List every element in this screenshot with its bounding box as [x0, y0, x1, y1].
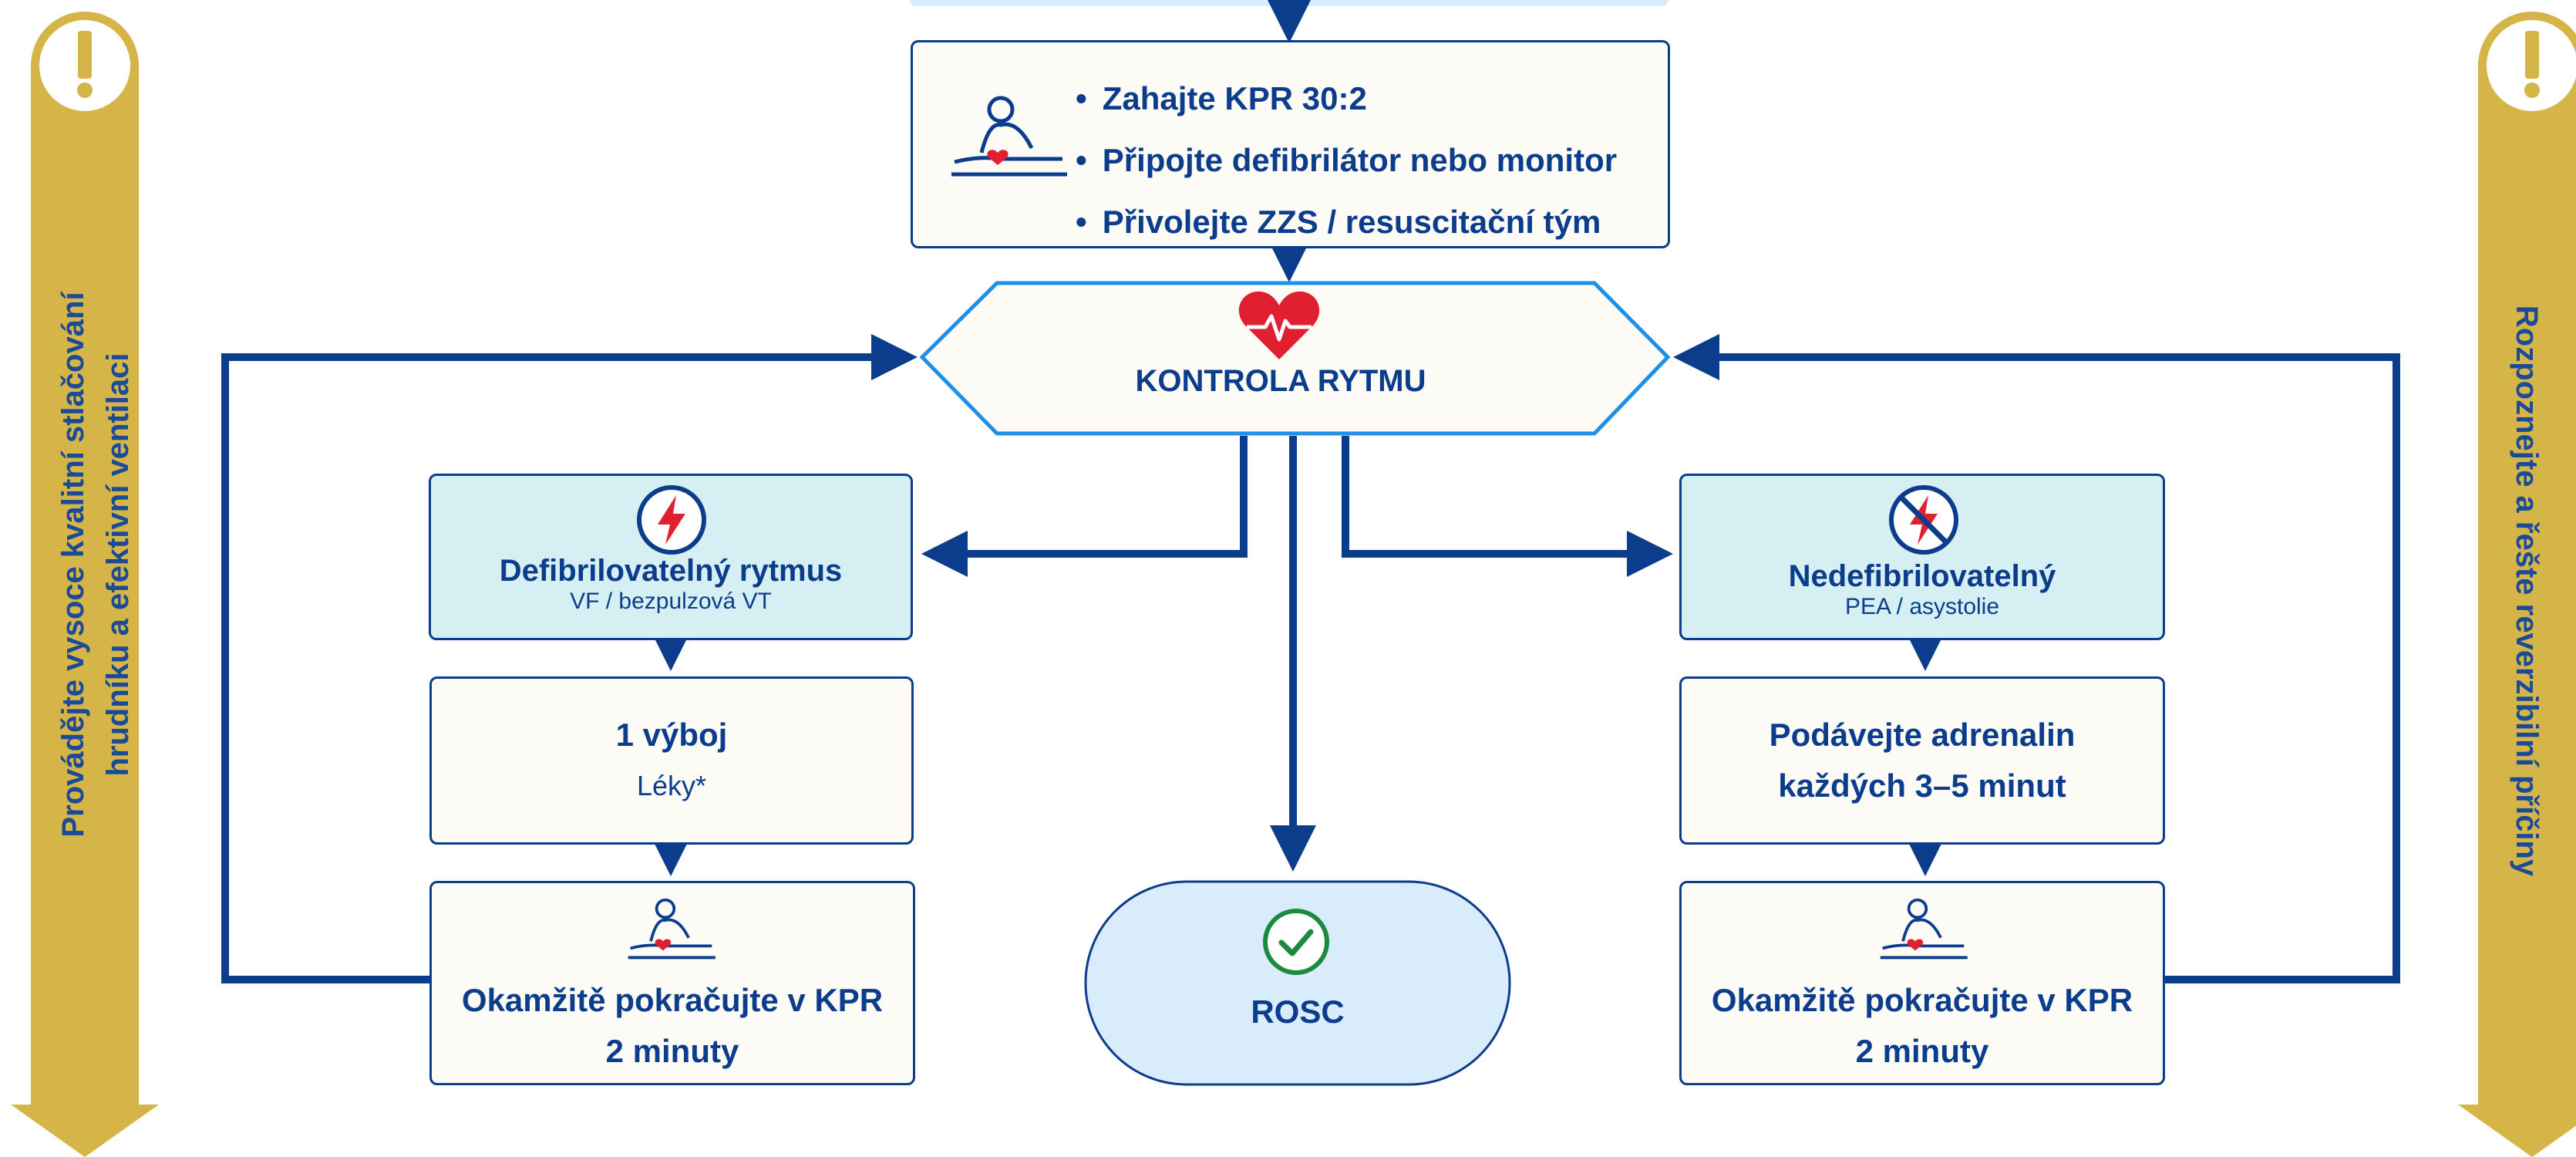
shockable-rhythm-subtitle: VF / bezpulzová VT: [570, 589, 772, 614]
shockable-rhythm-title: Defibrilovatelný rytmus: [499, 554, 843, 588]
adrenaline-line1: Podávejte adrenalin: [1769, 717, 2076, 753]
right-banner-text: Rozpoznejte a řešte reverzibilní příčiny: [2510, 305, 2544, 877]
heart-ecg-icon: [1238, 291, 1320, 359]
left-banner-line2: hrudníku a efektivní ventilaci: [101, 352, 135, 777]
adrenaline-line2: každých 3–5 minut: [1778, 767, 2066, 804]
rhythm-check-hexagon: [919, 281, 1671, 436]
start-step: Zahajte KPR 30:2: [1076, 68, 1617, 130]
cpr-icon: [951, 96, 1067, 177]
right-cpr-line2: 2 minuty: [1855, 1032, 1989, 1069]
start-step: Připojte defibrilátor nebo monitor: [1076, 130, 1617, 191]
previous-step-box: [910, 0, 1669, 6]
shock-box: 1 výboj Léky*: [429, 676, 914, 845]
non-shockable-rhythm-title: Nedefibrilovatelný: [1788, 559, 2056, 593]
lightning-icon: [637, 485, 706, 555]
left-banner-text: Provádějte vysoce kvalitní stlačování hr…: [51, 292, 140, 837]
adrenaline-box: Podávejte adrenalin každých 3–5 minut: [1679, 676, 2165, 845]
non-shockable-rhythm-subtitle: PEA / asystolie: [1844, 594, 2000, 619]
exclamation-icon: [2524, 31, 2540, 98]
no-lightning-icon: [1889, 485, 1958, 555]
drugs-label: Léky*: [636, 770, 707, 801]
right-cpr-line1: Okamžitě pokračujte v KPR: [1711, 981, 2133, 1018]
rosc-pill: [1084, 880, 1511, 1086]
rhythm-check-label: KONTROLA RYTMU: [1135, 364, 1426, 398]
left-cpr-line1: Okamžitě pokračujte v KPR: [461, 981, 884, 1018]
left-banner-arrow: [11, 12, 159, 1157]
left-cpr-line2: 2 minuty: [605, 1032, 739, 1069]
cpr-icon: [628, 898, 716, 960]
cpr-icon: [1880, 898, 1968, 960]
start-steps-list: Zahajte KPR 30:2 Připojte defibrilátor n…: [1076, 68, 1617, 253]
shock-title: 1 výboj: [615, 717, 728, 753]
check-circle-icon: [1263, 909, 1329, 975]
start-step: Přivolejte ZZS / resuscitační tým: [1076, 191, 1617, 253]
exclamation-icon: [77, 31, 93, 98]
rosc-label: ROSC: [1251, 993, 1345, 1030]
left-banner-line1: Provádějte vysoce kvalitní stlačování: [56, 292, 90, 838]
